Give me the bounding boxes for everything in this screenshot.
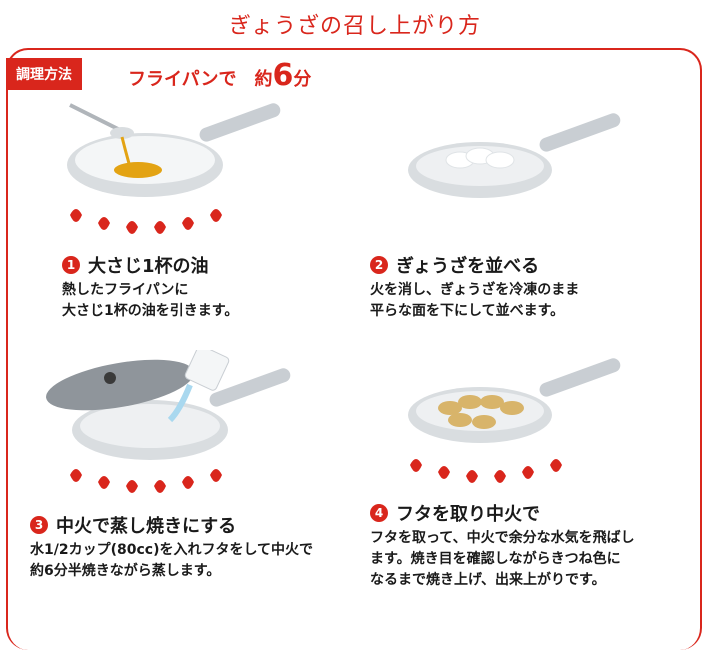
subtitle: フライパンで 約6分 bbox=[128, 58, 311, 93]
step-line: 平らな面を下にして並べます。 bbox=[370, 303, 565, 319]
subtitle-unit: 分 bbox=[293, 69, 312, 90]
pan-oil-illustration bbox=[67, 103, 281, 234]
step-title: フタを取り中火で bbox=[396, 504, 540, 525]
step-3: 3 中火で蒸し焼きにする 水1/2カップ(80cc)を入れフタをして中火で 約6… bbox=[30, 512, 370, 582]
step-title: ぎょうざを並べる bbox=[396, 256, 540, 277]
step-line: 大さじ1杯の油を引きます。 bbox=[62, 303, 239, 319]
step-line: 水1/2カップ(80cc)を入れフタをして中火で bbox=[30, 542, 314, 558]
step-number: 1 bbox=[62, 256, 80, 274]
step-title: 大さじ1杯の油 bbox=[88, 256, 209, 277]
pan-gyoza-illustration bbox=[408, 113, 621, 198]
pan-lid-illustration bbox=[46, 350, 291, 493]
page-title: ぎょうざの召し上がり方 bbox=[229, 14, 481, 39]
step-4: 4 フタを取り中火で フタを取って、中火で余分な水気を飛ばし ます。焼き目を確認… bbox=[370, 500, 700, 591]
step-2: 2 ぎょうざを並べる 火を消し、ぎょうざを冷凍のまま 平らな面を下にして並べます… bbox=[370, 252, 690, 322]
subtitle-prefix: フライパンで 約 bbox=[128, 69, 273, 90]
step-1: 1 大さじ1杯の油 熱したフライパンに 大さじ1杯の油を引きます。 bbox=[62, 252, 342, 322]
subtitle-number: 6 bbox=[272, 58, 294, 93]
step-number: 4 bbox=[370, 504, 388, 522]
method-tag: 調理方法 bbox=[6, 58, 82, 90]
step-line: 約6分半焼きながら蒸します。 bbox=[30, 563, 221, 579]
step-title: 中火で蒸し焼きにする bbox=[56, 516, 237, 537]
step-line: 火を消し、ぎょうざを冷凍のまま bbox=[370, 282, 580, 298]
step-line: ます。焼き目を確認しながらきつね色に bbox=[370, 551, 621, 567]
step-line: なるまで焼き上げ、出来上がりです。 bbox=[370, 572, 606, 588]
content-frame bbox=[6, 48, 702, 650]
step-line: フタを取って、中火で余分な水気を飛ばし bbox=[370, 530, 635, 546]
pan-browned-gyoza-illustration bbox=[408, 358, 621, 483]
step-number: 2 bbox=[370, 256, 388, 274]
step-line: 熱したフライパンに bbox=[62, 282, 189, 298]
step-number: 3 bbox=[30, 516, 48, 534]
